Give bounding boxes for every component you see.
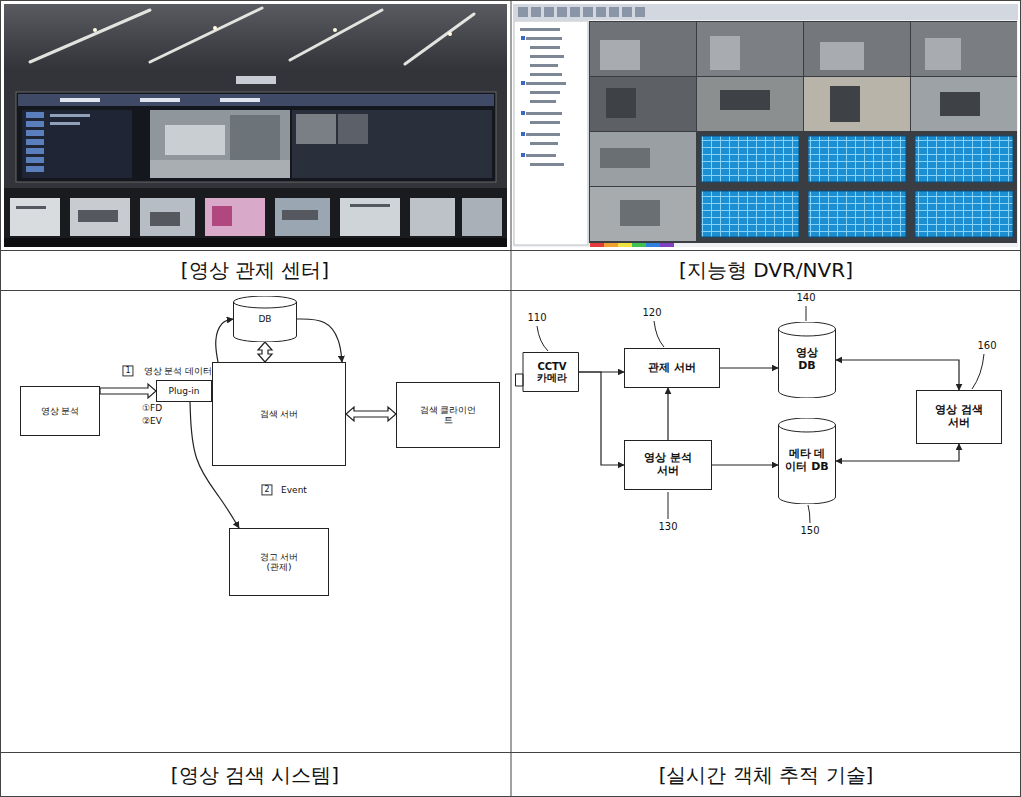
node-label: 경고 서버 (관제): [254, 552, 304, 573]
connector-arrow: [836, 444, 959, 461]
connector-arrow: [720, 367, 778, 368]
node-label: DB: [258, 314, 271, 324]
node-label: 메타 데이터 DB: [785, 448, 829, 473]
database-cylinder: DB: [233, 296, 297, 342]
dvr-screenshot: [513, 4, 1018, 247]
database-cylinder: 영상 DB: [778, 322, 836, 398]
callout-number: 150: [800, 525, 819, 537]
note-text: ①FD: [142, 403, 162, 413]
block-arrow: [100, 384, 156, 398]
database-cylinder: 메타 데이터 DB: [778, 418, 836, 504]
node-label: 영상 DB: [790, 347, 824, 372]
cell-caption: [지능형 DVR/NVR]: [679, 259, 853, 282]
callout-number: 130: [658, 521, 677, 533]
note-text: ②EV: [142, 416, 162, 426]
callout-number: 140: [796, 292, 815, 304]
node-label: Plug-in: [169, 386, 200, 396]
step-number: 2: [261, 484, 272, 495]
node-label: 영상 분석: [41, 406, 80, 416]
node-label: 관제 서버: [648, 362, 696, 375]
cell-caption: [영상 검색 시스템]: [171, 764, 339, 787]
callout-number: 110: [527, 312, 546, 324]
node-label: 영상 검색 서버: [929, 404, 989, 429]
node-label: CCTV 카메라: [532, 361, 572, 384]
connector-arrow: [712, 464, 778, 465]
connector-arrow: [667, 388, 668, 440]
node-label: 검색 서버: [260, 409, 299, 419]
step-number: 1: [122, 365, 133, 376]
server-box: 관제 서버: [624, 348, 720, 388]
block-arrow: [258, 342, 272, 362]
edge-label: Event: [281, 485, 307, 495]
edge-label: 영상 분석 데이터: [144, 366, 213, 376]
camera-box: CCTV 카메라: [515, 352, 579, 392]
connector-arrow: [579, 372, 624, 465]
connector-arrow: [836, 360, 959, 390]
plugin-box: Plug-in: [156, 380, 212, 402]
process-box: 영상 분석: [20, 386, 100, 436]
server-box: 영상 분석 서버: [624, 440, 712, 490]
node-label: 영상 분석 서버: [638, 452, 698, 477]
control-room-photo: [4, 4, 507, 247]
node-label: 검색 클라이언트: [418, 405, 478, 426]
cell-caption: [실시간 객체 추적 기술]: [659, 764, 874, 787]
callout-number: 120: [642, 307, 661, 319]
connector-arrow: [216, 319, 233, 362]
server-box: 검색 서버: [212, 362, 346, 466]
cell-caption: [영상 관제 센터]: [181, 259, 329, 282]
callout-number: 160: [977, 340, 996, 352]
connector-arrow: [297, 319, 342, 362]
block-arrow: [346, 407, 396, 421]
server-box: 경고 서버 (관제): [229, 528, 329, 596]
client-box: 검색 클라이언트: [396, 382, 500, 448]
server-box: 영상 검색 서버: [916, 390, 1002, 444]
